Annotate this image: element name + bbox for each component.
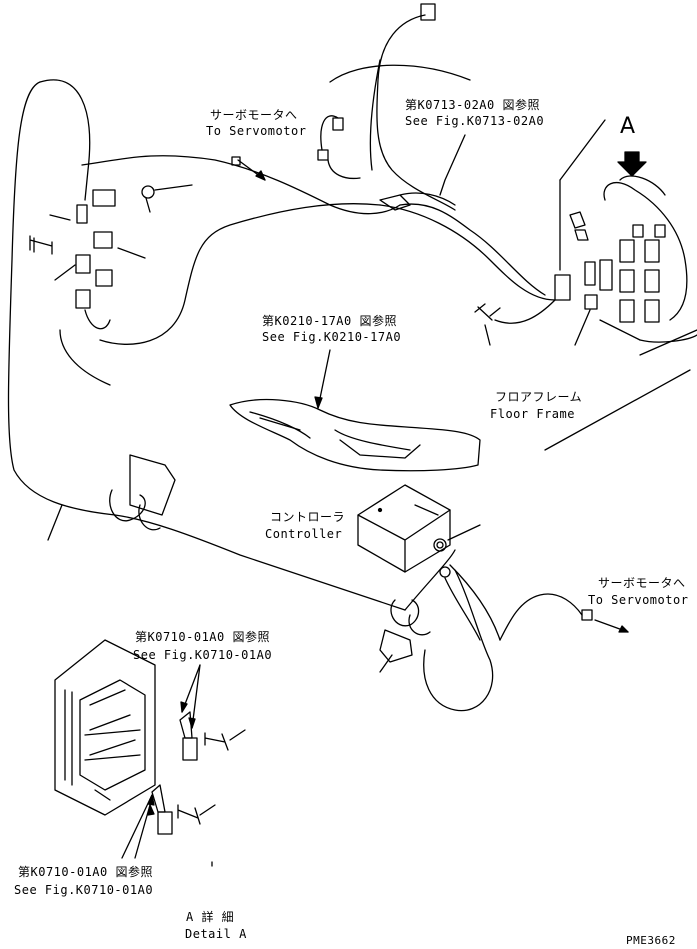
harness-main-to-clamp [114,514,406,611]
harness-main-to-controller [404,549,456,611]
view-a-arrow [617,151,647,177]
bolt-detail-upper [204,732,229,751]
servo-top-label-en: To Servomotor [206,124,307,138]
floor-frame [229,398,481,472]
floor-frame-label-jp: フロアフレーム [495,390,583,404]
harness-to-fig0713 [399,203,546,296]
ref-0713-label-en: See Fig.K0713-02A0 [405,114,545,128]
servo-top-connector [231,156,241,166]
ref-0710b-label-jp: 第K0710-01A0 図参照 [18,865,153,879]
servo-right-label-en: To Servomotor [588,593,689,607]
harness-to-servo-right [423,569,494,712]
servo-right-connector [581,609,593,621]
harness-top-vertical-2 [369,59,381,171]
servo-right-label-jp: サーボモータへ [598,576,686,590]
connector-b [317,149,329,161]
detail-a-frame [54,639,156,816]
connector-a [332,117,344,131]
servo-top-label-jp: サーボモータへ [210,108,298,122]
bolt-left [29,235,53,255]
harness-top-vertical [376,14,456,211]
harness-mid [379,204,556,301]
controller-label-jp: コントローラ [270,510,346,524]
ref-0713-label-jp: 第K0713-02A0 図参照 [405,98,540,112]
controller-label-en: Controller [265,527,343,541]
controller-box [357,484,451,573]
detail-a-title-en: Detail A [185,927,247,941]
harness-left-loop [7,81,116,516]
detail-a-title-jp: A 詳 細 [186,910,235,924]
floor-frame-label-en: Floor Frame [490,407,575,421]
sensor-upper [182,737,198,761]
sensor-lower [157,811,173,835]
valve-harness-frame [603,181,688,321]
harness-left-loop-inner [39,79,91,201]
ref-0710b-label-en: See Fig.K0710-01A0 [14,883,154,897]
bolt-right [474,303,501,321]
ref-0710a-label-en: See Fig.K0710-01A0 [133,648,273,662]
ref-0210-label-en: See Fig.K0210-17A0 [262,330,402,344]
top-connector [420,3,436,21]
ref-0210-label-jp: 第K0210-17A0 図参照 [262,314,397,328]
view-a-label: A [620,114,636,139]
harness-upper [81,155,401,215]
drawing-number: PME3662 [626,934,676,947]
harness-lower-branch [99,203,381,345]
ref-0710a-label-jp: 第K0710-01A0 図参照 [135,630,270,644]
bolt-detail-lower [177,804,201,825]
